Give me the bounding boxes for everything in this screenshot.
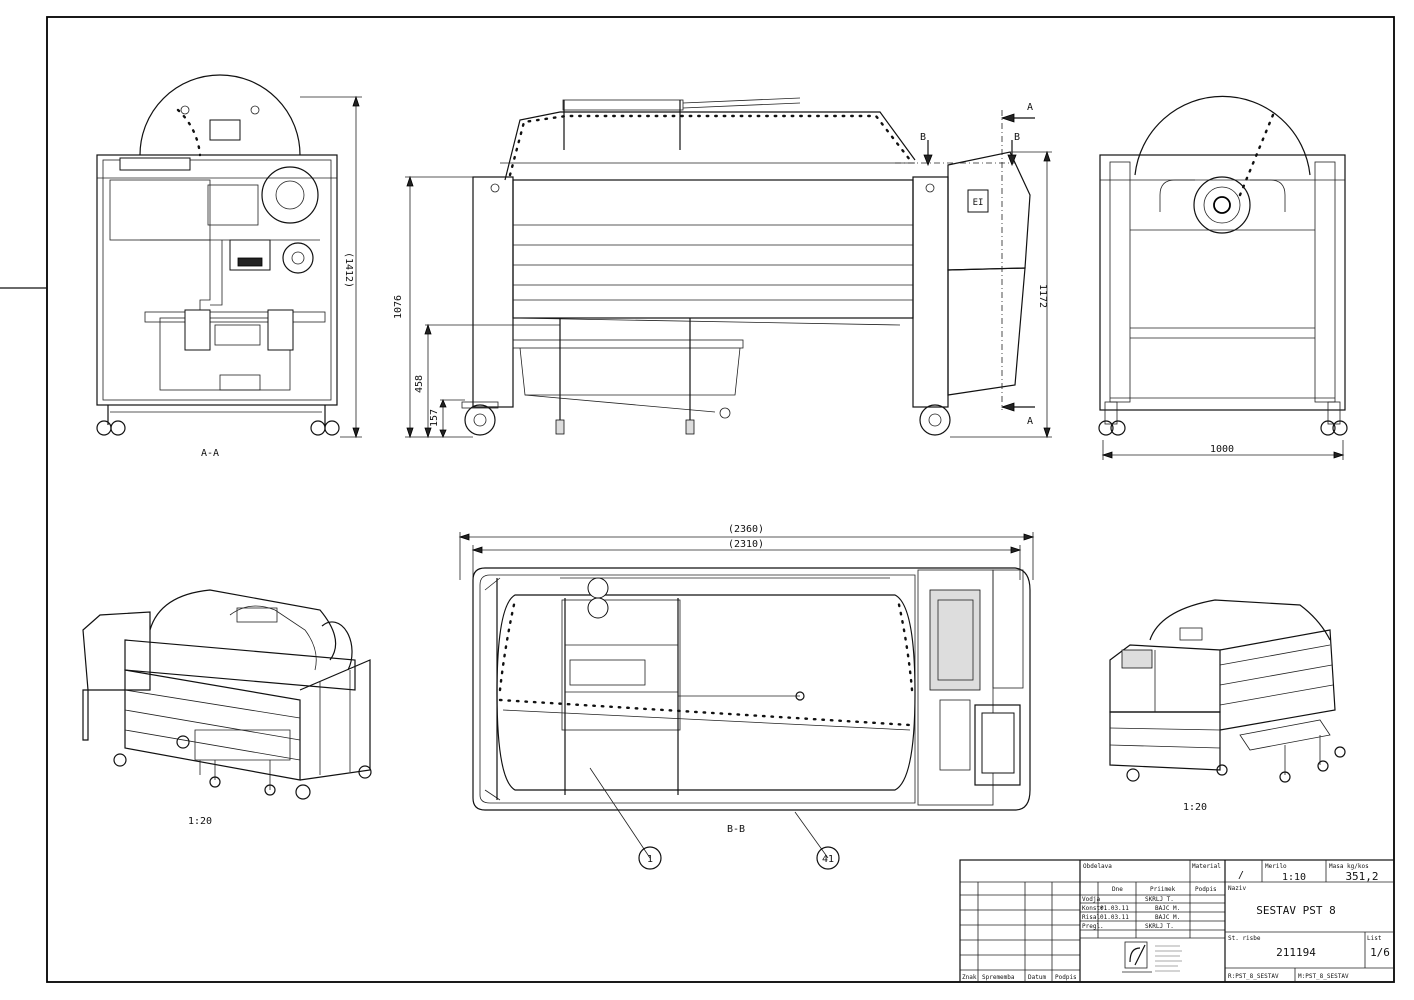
drawing-frame	[46, 16, 1395, 983]
section-mark-b-left: B	[920, 132, 926, 143]
tb-merilo-label: Merilo	[1265, 863, 1287, 870]
label-iso-right-scale: 1:20	[1183, 802, 1207, 813]
view-section-aa: (1412) A-A	[96, 74, 362, 459]
tb-list-value: 1/6	[1370, 946, 1390, 959]
balloon-1: 1	[647, 854, 653, 865]
tb-list-label: List	[1367, 935, 1382, 942]
tb-file-b: M:PST_8_SESTAV	[1298, 973, 1349, 980]
view-isometric-right: 1:20	[1109, 599, 1346, 813]
tb-file-a: R:PST_8_SESTAV	[1228, 973, 1279, 980]
tb-merilo-value: 1:10	[1282, 872, 1306, 883]
tb-st-risbe-label: St. risbe	[1228, 935, 1261, 942]
tb-znak-label: Znak	[962, 974, 977, 981]
tb-obdelava-label: Obdelava	[1083, 863, 1112, 870]
tb-row-2-date: 01.03.11	[1100, 914, 1129, 921]
dim-top-inner: (2310)	[728, 539, 764, 550]
view-section-bb: (2360) (2310)	[458, 524, 1035, 870]
svg-text:EI: EI	[973, 198, 984, 208]
tb-priimek-label: Priimek	[1150, 886, 1176, 893]
tb-dne-label: Dne	[1112, 886, 1123, 893]
view-front-elevation: EI A A B B 1076 458	[393, 97, 1052, 439]
section-mark-b-right: B	[1014, 132, 1020, 143]
section-mark-a-top: A	[1027, 102, 1033, 113]
tb-row-1-name: BAJC M.	[1155, 905, 1180, 912]
tb-row-2-role: Risal	[1082, 914, 1100, 921]
view-isometric-left: 1:20	[82, 589, 372, 827]
label-iso-left-scale: 1:20	[188, 816, 212, 827]
dim-left-height: (1412)	[343, 252, 354, 288]
tb-row-1-role: Konstr.	[1082, 905, 1107, 912]
dim-front-458: 458	[414, 375, 425, 393]
tb-row-3-role: Pregl.	[1082, 923, 1104, 930]
tb-row-2-name: BAJC M.	[1155, 914, 1180, 921]
tb-naziv-value: SESTAV PST 8	[1256, 904, 1335, 917]
tb-sprememba-label: Sprememba	[982, 974, 1015, 981]
label-section-bb: B-B	[727, 824, 745, 835]
tb-datum-label: Datum	[1028, 974, 1046, 981]
dim-top-overall: (2360)	[728, 524, 764, 535]
company-logo	[1124, 941, 1148, 969]
dim-front-overall-height: 1076	[393, 295, 404, 319]
label-section-aa: A-A	[201, 448, 219, 459]
tb-material-value: /	[1238, 870, 1244, 881]
balloon-41: 41	[822, 854, 834, 865]
tb-masa-label: Masa kg/kos	[1329, 863, 1369, 870]
dim-front-right-height: 1172	[1037, 284, 1048, 308]
tb-naziv-label: Naziv	[1228, 885, 1246, 892]
view-side-elevation: 1000	[1098, 95, 1348, 460]
tb-row-1-date: 01.03.11	[1100, 905, 1129, 912]
tb-st-risbe-value: 211194	[1276, 946, 1316, 959]
tb-podpis-label: Podpis	[1195, 886, 1217, 893]
tb-row-3-name: SKRLJ T.	[1145, 923, 1174, 930]
dim-side-width: 1000	[1210, 444, 1234, 455]
tb-material-label: Material	[1192, 863, 1221, 870]
tb-row-0-name: SKRLJ T.	[1145, 896, 1174, 903]
section-mark-a-bottom: A	[1027, 416, 1033, 427]
tb-masa-value: 351,2	[1345, 870, 1378, 883]
tb-row-0-role: Vodja	[1082, 896, 1100, 903]
tb-podpis2-label: Podpis	[1055, 974, 1077, 981]
title-block: Znak Sprememba Datum Podpis Obdelava Dne…	[959, 859, 1395, 983]
dim-front-157: 157	[429, 409, 440, 427]
